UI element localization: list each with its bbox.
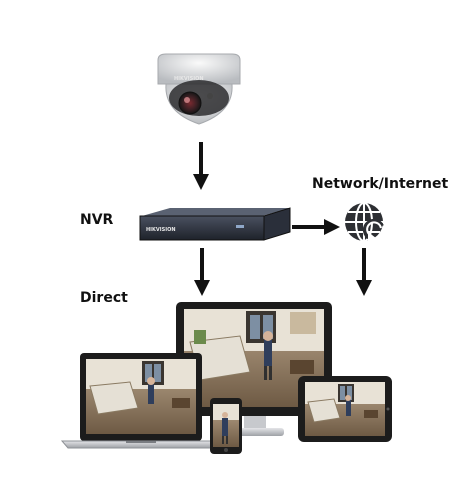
arrow-network-to-devices xyxy=(356,248,372,296)
nvr-recorder-icon: HIKVISION xyxy=(139,207,291,241)
tablet-icon xyxy=(298,376,392,442)
arrow-nvr-to-network xyxy=(292,219,340,235)
smartphone-icon xyxy=(210,398,242,454)
svg-text:HIKVISION: HIKVISION xyxy=(174,76,204,82)
globe-network-icon xyxy=(345,202,384,242)
svg-text:HIKVISION: HIKVISION xyxy=(146,227,176,233)
arrow-camera-to-nvr xyxy=(193,142,209,190)
network-internet-label: Network/Internet xyxy=(312,176,449,192)
nvr-label: NVR xyxy=(80,212,114,228)
desktop-monitor-icon xyxy=(176,302,332,436)
direct-label: Direct xyxy=(80,290,128,306)
arrow-nvr-to-direct xyxy=(194,248,210,296)
dome-camera-icon: HIKVISION xyxy=(157,53,241,125)
laptop-icon xyxy=(60,353,222,449)
